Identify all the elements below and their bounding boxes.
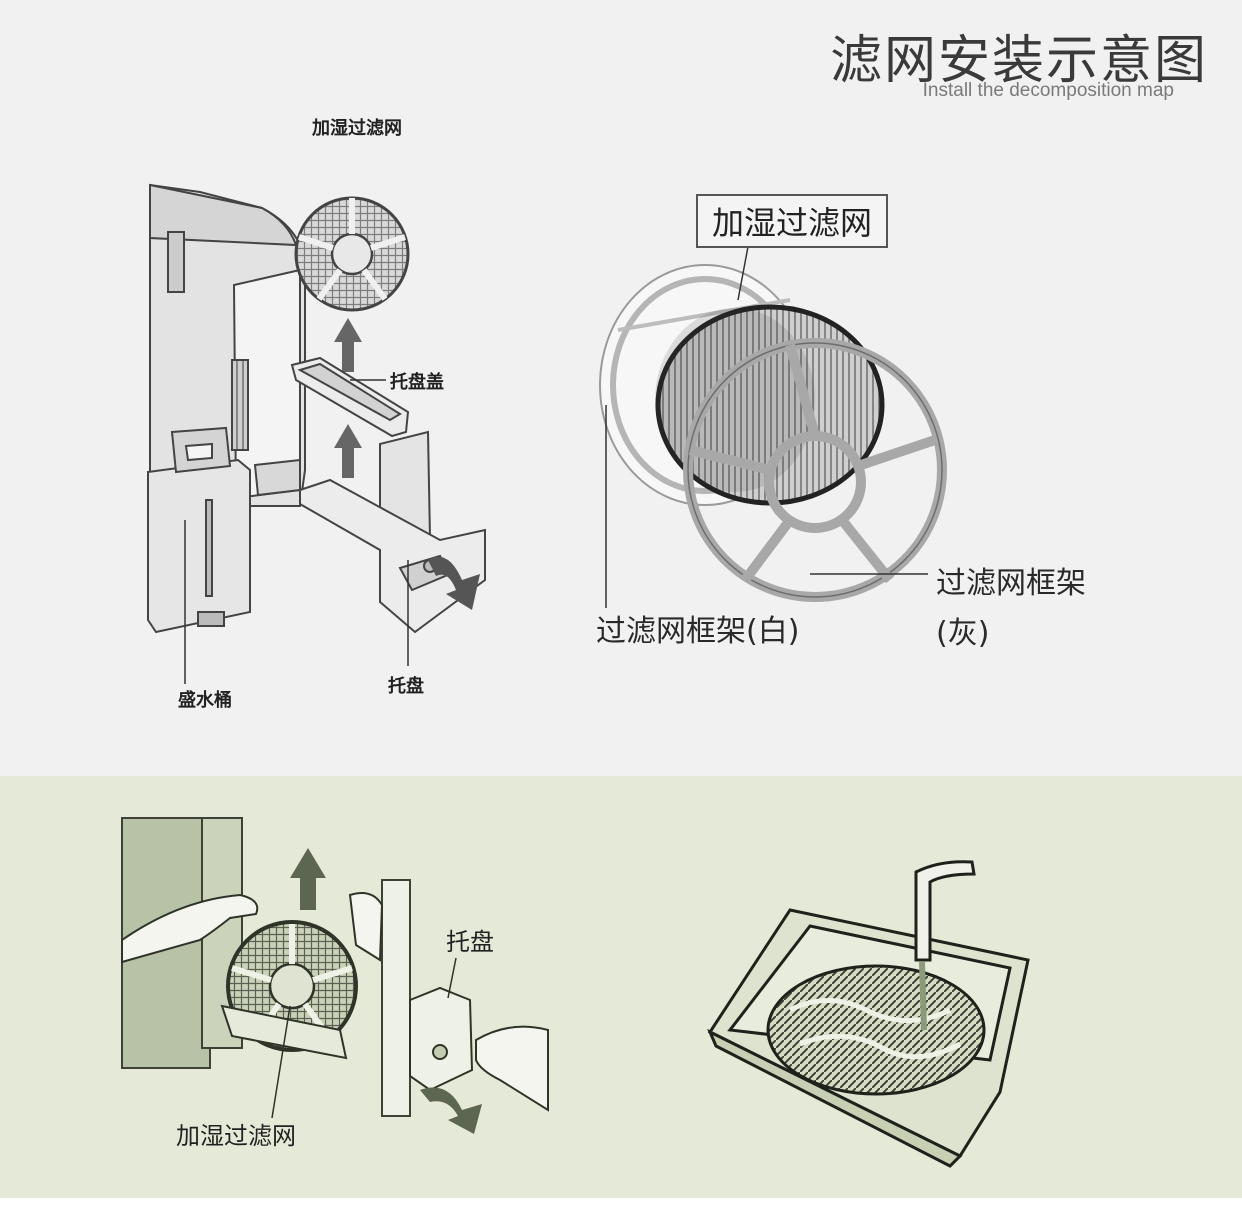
hand-left	[121, 892, 384, 964]
tray-part	[299, 430, 486, 634]
humidifier-filter-wheel	[294, 196, 410, 312]
rotate-out-arrow-icon	[428, 556, 480, 610]
label-tray: 托盘	[388, 676, 424, 697]
page-title: 滤网安装示意图	[829, 31, 1208, 91]
filter-frame-gray	[683, 338, 947, 602]
bottom-margin	[0, 1198, 1242, 1211]
up-arrow-green-icon	[290, 848, 326, 910]
tray-green	[220, 986, 474, 1092]
faucet-icon	[914, 860, 976, 1031]
rotate-out-arrow-green-icon	[420, 1087, 482, 1134]
label-removal-filter: 加湿过滤网	[176, 1122, 296, 1150]
water-tank	[147, 426, 251, 634]
label-tray-cover: 托盘盖	[390, 372, 444, 393]
label-frame-gray: 过滤网框架	[936, 566, 1086, 601]
removal-leader-lines	[271, 957, 457, 1119]
page-subtitle: Install the decomposition map	[922, 80, 1174, 101]
label-frame-white: 过滤网框架(白)	[596, 614, 800, 649]
label-frame-gray-suffix: (灰)	[936, 616, 990, 651]
tray-cover-part	[290, 356, 410, 438]
up-arrow-icon	[334, 318, 362, 478]
humidifier-unit-body	[149, 183, 306, 507]
filter-soaking	[766, 964, 986, 1096]
exploded-view-leader-lines	[184, 379, 409, 684]
label-removal-tray: 托盘	[446, 928, 494, 956]
hand-right	[475, 1025, 549, 1112]
label-water-tank: 盛水桶	[178, 690, 232, 711]
label-filter-boxed: 加湿过滤网	[696, 194, 889, 248]
label-humidifier-filter: 加湿过滤网	[312, 118, 402, 139]
